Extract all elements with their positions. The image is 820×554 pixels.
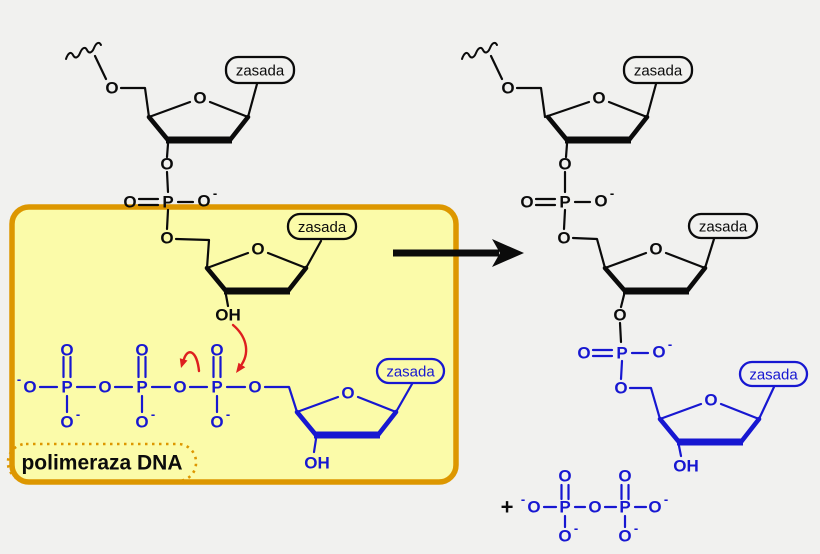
base-capsule [224,55,296,85]
atom-o: O [618,527,631,546]
atom-o: O [594,192,607,211]
atom-p: P [136,378,147,397]
base-label: zasada [699,219,748,236]
base-label: zasada [236,63,285,80]
atom-o: O [23,378,36,397]
atom-o: O [341,384,354,403]
atom-o: O [98,378,111,397]
atom-o: O [649,240,662,259]
base-capsule [738,360,809,388]
atom-o: O [193,89,206,108]
sugar-ring-front-black [166,136,689,295]
enzyme-label: polimeraza DNA [21,452,182,475]
atom-o: O [173,378,186,397]
atom-p: P [619,498,630,517]
charge-sign: - [226,407,230,422]
atom-o: O [160,155,173,174]
atom-o: O [558,155,571,174]
atom-o: O [60,413,73,432]
charge-sign: - [610,186,614,201]
atom-o: O [210,341,223,360]
atom-o: O [251,240,264,259]
atom-p: P [162,193,173,212]
atom-p: P [559,193,570,212]
base-label: zasada [386,364,435,381]
chain-squiggle-left [65,41,102,60]
base-capsules-layer: zasada zasada zasada zasada zasada zasada [224,55,809,388]
charge-sign: - [521,492,525,507]
atom-o: O [60,341,73,360]
sugar-ring-front-blue [314,431,743,446]
atom-oh: OH [673,457,699,476]
atom-o: O [592,89,605,108]
base-label: zasada [634,63,683,80]
atom-o: O [160,229,173,248]
chain-squiggle-right [461,41,498,60]
atom-o: O [558,467,571,486]
atom-p: P [61,378,72,397]
atom-o: O [588,498,601,517]
mechanism-arrow-leaving [182,351,201,373]
atom-o: O [618,467,631,486]
atom-o: O [527,498,540,517]
atom-o: O [614,379,627,398]
mechanism-arrowhead-attack [236,362,246,373]
atom-p: P [616,344,627,363]
atom-o: O [123,193,136,212]
atom-o: O [704,391,717,410]
sugar-ring-sides-black [146,114,708,294]
bonds-black-right [489,54,716,344]
charge-sign: - [17,372,21,387]
atom-o: O [135,341,148,360]
base-capsule [687,212,759,240]
atom-o: O [557,229,570,248]
bonds-blue [38,348,776,529]
atom-o: O [577,344,590,363]
atom-plus-sign: + [501,495,514,520]
charge-sign: - [668,337,672,352]
charge-sign: - [151,407,155,422]
atom-oh: OH [215,306,241,325]
charge-sign: - [574,521,578,536]
atom-o: O [248,378,261,397]
atom-oh: OH [304,454,330,473]
enzyme-highlight-box [9,204,459,485]
atom-o: O [613,306,626,325]
mechanism-arrowhead-leaving [179,358,188,368]
atom-o: O [197,192,210,211]
atom-o: O [105,79,118,98]
atom-o: O [210,413,223,432]
bonds-black-left [93,54,323,308]
sugar-ring-sides-blue [294,409,762,445]
mechanism-arrow-attack [231,323,248,366]
base-label: zasada [749,367,798,384]
base-capsule [375,357,446,385]
charge-sign: - [76,407,80,422]
base-label: zasada [298,219,347,236]
charge-sign: - [664,492,668,507]
atom-o: O [558,527,571,546]
atom-p: P [559,498,570,517]
reaction-arrow-head [492,239,524,267]
charge-sign: - [634,521,638,536]
atom-o: O [652,343,665,362]
charge-sign: - [213,186,217,201]
atom-o: O [648,498,661,517]
atom-o: O [501,79,514,98]
atom-o: O [135,413,148,432]
base-capsule [622,55,694,85]
atom-o: O [520,193,533,212]
base-capsule [286,212,358,241]
atom-p: P [211,378,222,397]
